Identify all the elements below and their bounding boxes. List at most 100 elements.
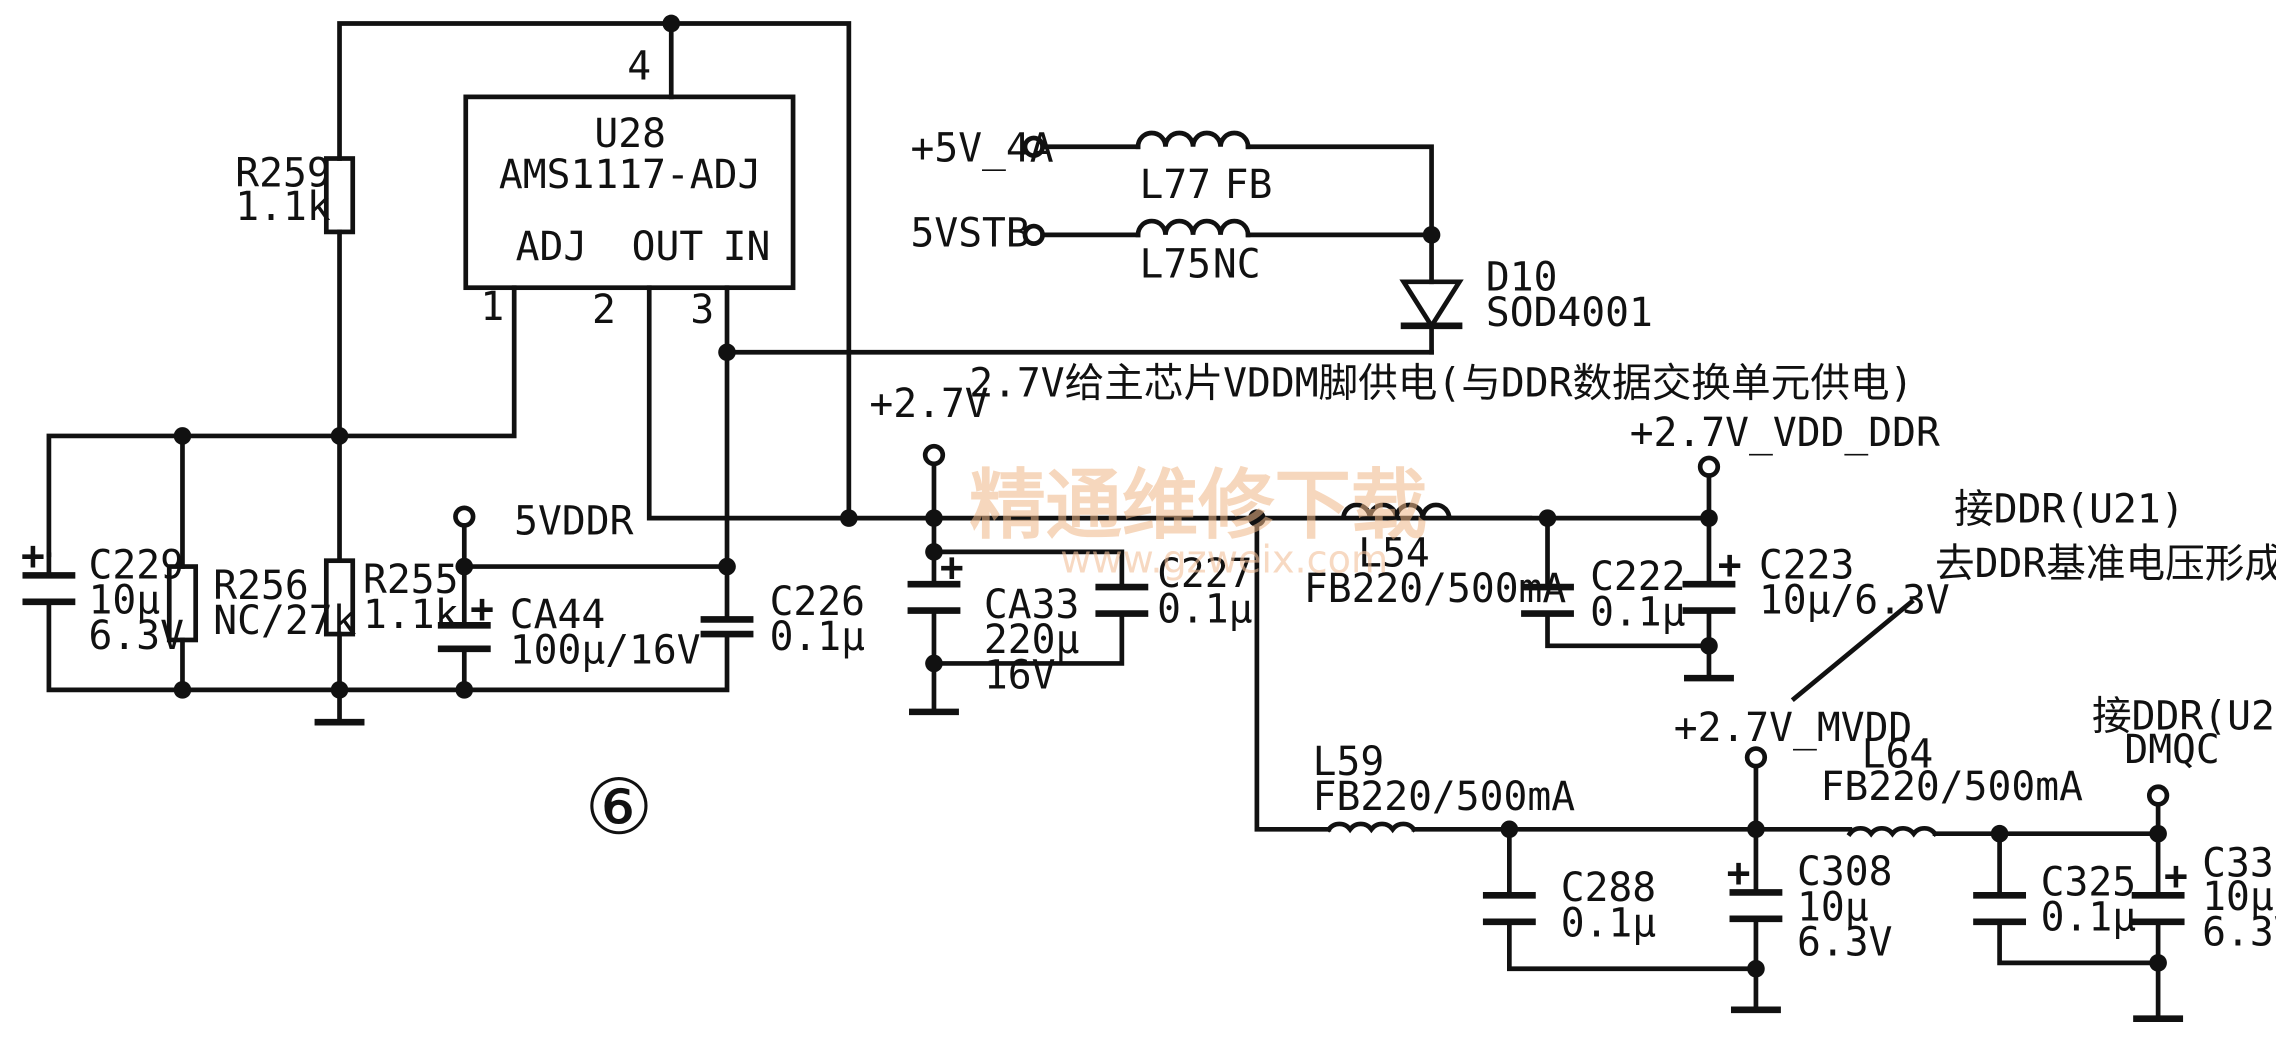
terminals: [453, 135, 2170, 807]
wire-annotation-leader: [1790, 598, 1915, 702]
junction-dot: [330, 427, 349, 445]
wire-c227-bottom: [931, 611, 1125, 666]
capacitor-ca33: +: [907, 545, 964, 614]
junction-dot: [925, 509, 943, 527]
d10-value: SOD4001: [1486, 290, 1653, 336]
ca33-voltage: 16V: [984, 652, 1056, 698]
junction-dot: [840, 509, 858, 527]
ic-u28: U28 AMS1117-ADJ ADJ OUT IN 1 2 3 4: [463, 43, 796, 333]
terminal-5vstb: [1022, 223, 1045, 247]
l64-value: FB220/500mA: [1821, 764, 2084, 810]
c226-ref: C226: [770, 579, 865, 625]
l54-ref: L54: [1358, 531, 1430, 577]
r256-ref: R256: [213, 563, 308, 609]
ca44-ref: CA44: [510, 592, 605, 638]
capacitor-c226: [700, 616, 754, 638]
inductor-l59: [1325, 821, 1418, 834]
c308-ref: C308: [1797, 849, 1892, 895]
junction-dot: [1500, 820, 1519, 839]
component-labels: R259 1.1k C229 10μ 6.3V R256 NC/27k R255…: [89, 150, 2276, 965]
annotations: 2.7V给主芯片VDDM脚供电(与DDR数据交换单元供电) 接DDR(U21) …: [585, 360, 2276, 851]
ic-pin1-number: 1: [480, 284, 504, 330]
junction-dot: [330, 681, 349, 699]
svg-text:+: +: [1718, 542, 1742, 588]
ic-pin-in-label: IN: [723, 224, 771, 270]
junction-dot: [1700, 509, 1718, 527]
junction-dot: [1538, 509, 1557, 527]
wire-bottom-ground: [46, 599, 730, 693]
c229-value: 10μ: [89, 578, 161, 624]
junction-dot: [173, 681, 192, 699]
capacitor-c325: [1973, 892, 2027, 926]
l75-ref: L75: [1139, 241, 1211, 287]
inductor-l54: [1341, 502, 1452, 521]
junction-dot: [1747, 820, 1765, 839]
terminal-27v-mvdd: [1744, 746, 1768, 769]
ic-pin-adj-label: ADJ: [516, 224, 588, 270]
resistor-r256: [166, 564, 199, 643]
inductor-l77: [1135, 130, 1251, 150]
wire-c288-bottom: [1507, 919, 1759, 972]
c229-ref: C229: [89, 542, 184, 588]
inductors: [1135, 130, 1939, 838]
capacitor-c227: [1095, 583, 1149, 617]
wire-top-loop: [337, 21, 852, 521]
ic-pin3-number: 3: [690, 287, 714, 333]
wire-c222-bottom: [1545, 611, 1712, 649]
junction-dot: [718, 557, 736, 576]
svg-text:+: +: [940, 545, 964, 591]
ddr-u27-note: 接DDR(U27): [2092, 693, 2276, 739]
ic-pin-out-label: OUT: [632, 224, 704, 270]
ic-u28-part: AMS1117-ADJ: [499, 152, 761, 198]
watermark: 精通维修下载 www.gzweix.com: [969, 459, 1427, 581]
junctions: [173, 14, 2167, 978]
svg-text:+: +: [21, 534, 45, 580]
ic-u28-ref: U28: [594, 111, 666, 157]
ddr-u21-note: 接DDR(U21): [1954, 487, 2184, 533]
ic-pin2-number: 2: [592, 287, 616, 333]
l59-value: FB220/500mA: [1313, 774, 1576, 820]
net-27v-mvdd-label: +2.7V_MVDD: [1674, 705, 1913, 751]
junction-dot: [718, 343, 736, 362]
r259-ref: R259: [235, 150, 330, 196]
r255-ref: R255: [363, 557, 458, 603]
c227-ref: C227: [1157, 551, 1252, 597]
capacitor-c222: [1521, 583, 1574, 617]
junction-dot: [2149, 824, 2167, 843]
terminal-27v-vdd-ddr: [1697, 455, 1721, 478]
l75-value: NC: [1213, 241, 1261, 287]
junction-dot: [925, 543, 943, 561]
l64-ref: L64: [1862, 732, 1934, 778]
l54-value: FB220/500mA: [1304, 566, 1567, 612]
grounds: [314, 674, 2184, 1022]
c222-value: 0.1μ: [1590, 589, 1685, 635]
ca33-ref: CA33: [984, 582, 1079, 628]
net-27v-label: +2.7V: [869, 381, 988, 427]
capacitor-c223: +: [1682, 542, 1742, 614]
l59-ref: L59: [1313, 739, 1385, 785]
l77-value: FB: [1225, 162, 1273, 208]
svg-text:+: +: [2164, 853, 2188, 899]
inductor-l75: [1135, 218, 1251, 238]
capacitor-c308: +: [1727, 851, 1783, 923]
capacitor-c288: [1482, 892, 1536, 926]
junction-dot: [925, 654, 943, 673]
c336-voltage: 6.3V: [2202, 909, 2276, 955]
c223-ref: C223: [1759, 542, 1854, 588]
c336-ref: C336: [2202, 840, 2276, 886]
junction-dot: [662, 14, 681, 33]
resistor-r255: [323, 558, 356, 637]
c288-value: 0.1μ: [1561, 900, 1656, 946]
junction-dot: [1700, 637, 1718, 655]
r255-value: 1.1k: [363, 592, 459, 638]
net-5vddr-label: 5VDDR: [514, 498, 633, 544]
c223-value: 10μ/6.3V: [1759, 578, 1950, 624]
ca44-value: 100μ/16V: [510, 627, 701, 673]
c308-voltage: 6.3V: [1797, 920, 1892, 966]
watermark-url: www.gzweix.com: [1060, 537, 1388, 581]
c325-ref: C325: [2041, 859, 2136, 905]
junction-dot: [1422, 226, 1441, 244]
capacitors: + + + +: [21, 534, 2188, 926]
net-5vstb-label: 5VSTB: [910, 211, 1029, 257]
